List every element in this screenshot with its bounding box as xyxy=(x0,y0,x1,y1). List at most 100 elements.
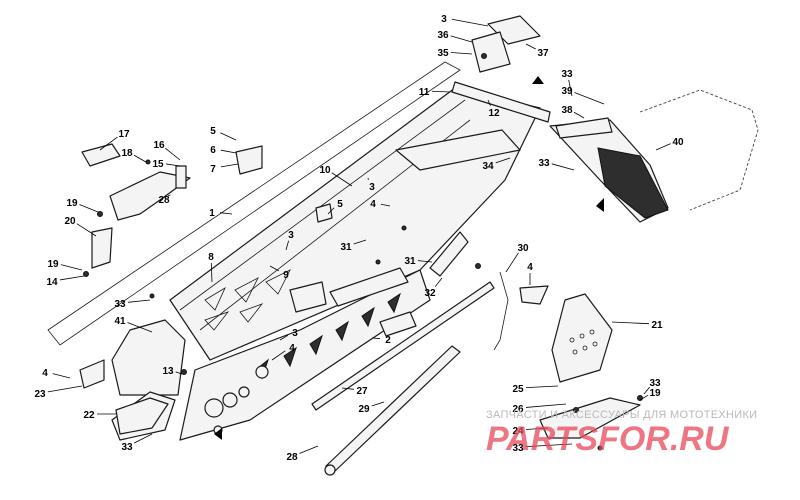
leader-line-31 xyxy=(417,260,433,263)
leader-line-28 xyxy=(167,194,171,197)
callout-8: 8 xyxy=(208,252,214,263)
leader-line-29 xyxy=(371,401,385,407)
running-board-holes xyxy=(569,329,598,355)
leader-line-31 xyxy=(353,239,367,245)
watermark-tagline: ЗАПЧАСТИ И АКСЕССУАРЫ ДЛЯ МОТОТЕХНИКИ xyxy=(486,409,757,421)
callout-17: 17 xyxy=(118,129,130,140)
leader-line-39 xyxy=(574,92,605,105)
callout-11: 11 xyxy=(419,87,430,98)
callout-36: 36 xyxy=(437,30,449,41)
leader-line-33 xyxy=(127,299,151,303)
callout-19: 19 xyxy=(47,259,59,270)
callout-18: 18 xyxy=(121,148,133,159)
leader-line-21 xyxy=(611,321,650,325)
leader-lines xyxy=(47,18,671,454)
leader-line-5 xyxy=(220,132,237,141)
callout-3: 3 xyxy=(288,230,294,241)
callout-29: 29 xyxy=(358,404,370,415)
leader-line-36 xyxy=(450,35,473,43)
side-panel-32 xyxy=(429,231,469,277)
heat-shield-20 xyxy=(91,227,113,269)
callout-10: 10 xyxy=(319,165,331,176)
rear-flap-plate xyxy=(395,129,521,171)
leader-line-18 xyxy=(133,154,147,163)
rear-flap-dark xyxy=(597,147,669,219)
leader-line-26 xyxy=(525,403,567,408)
fasteners xyxy=(83,53,643,451)
callout-23: 23 xyxy=(34,389,46,400)
callout-19: 19 xyxy=(66,198,78,209)
callout-3: 3 xyxy=(441,14,447,25)
callout-25: 25 xyxy=(512,384,524,395)
callout-33: 33 xyxy=(561,69,573,80)
round-cap-30 xyxy=(519,285,549,305)
callout-33: 33 xyxy=(649,378,661,389)
callout-5: 5 xyxy=(210,126,216,137)
leader-line-3 xyxy=(451,18,489,27)
leader-line-15 xyxy=(165,163,181,167)
leader-line-25 xyxy=(525,385,559,389)
leader-line-16 xyxy=(165,147,181,161)
leader-line-41 xyxy=(127,322,153,333)
callout-5: 5 xyxy=(337,199,343,210)
leader-line-3 xyxy=(279,334,289,341)
callout-4: 4 xyxy=(289,343,295,354)
bracket-28 xyxy=(109,171,191,221)
callout-28: 28 xyxy=(158,195,170,206)
leader-line-33 xyxy=(643,386,650,395)
callout-4: 4 xyxy=(370,199,376,210)
callout-33: 33 xyxy=(512,443,524,454)
callout-19: 19 xyxy=(649,388,661,399)
callout-28: 28 xyxy=(286,452,298,463)
deflector-38 xyxy=(555,117,613,139)
callout-33: 33 xyxy=(114,299,126,310)
callout-20: 20 xyxy=(64,216,76,227)
callout-33: 33 xyxy=(538,158,550,169)
leader-line-37 xyxy=(525,43,536,50)
callout-4: 4 xyxy=(42,368,48,379)
leader-line-19 xyxy=(79,204,99,213)
lower-panel-24 xyxy=(539,397,641,439)
cover-17 xyxy=(81,143,121,167)
leader-line-10 xyxy=(331,172,353,187)
callout-30: 30 xyxy=(517,243,529,254)
callout-31: 31 xyxy=(340,242,352,253)
disc-5 xyxy=(315,203,333,223)
deck-triangles xyxy=(204,269,291,331)
callout-34: 34 xyxy=(482,161,494,172)
inner-bracket-2 xyxy=(379,311,417,337)
leader-line-1 xyxy=(219,212,233,215)
callout-16: 16 xyxy=(153,140,165,151)
leader-line-20 xyxy=(76,223,97,237)
callout-32: 32 xyxy=(424,288,436,299)
center-support-plate xyxy=(289,281,327,313)
callout-31: 31 xyxy=(404,256,416,267)
rail-holes xyxy=(204,365,269,435)
chain-bracket-30 xyxy=(493,271,509,351)
callout-24: 24 xyxy=(512,426,524,437)
leader-line-35 xyxy=(450,52,473,55)
leader-line-19 xyxy=(60,264,83,271)
leader-line-7 xyxy=(220,163,239,168)
leader-line-14 xyxy=(59,275,85,281)
callout-14: 14 xyxy=(46,277,58,288)
callout-3: 3 xyxy=(369,182,375,193)
callout-39: 39 xyxy=(561,86,573,97)
leader-line-38 xyxy=(573,111,585,119)
callout-2: 2 xyxy=(385,335,391,346)
watermark: ЗАПЧАСТИ И АКСЕССУАРЫ ДЛЯ МОТОТЕХНИКИ PA… xyxy=(486,409,757,458)
callout-22: 22 xyxy=(83,410,95,421)
leader-line-27 xyxy=(341,387,355,390)
callout-12: 12 xyxy=(488,108,500,119)
leader-line-33 xyxy=(134,433,153,444)
leader-line-2 xyxy=(371,337,381,339)
leader-line-33 xyxy=(525,443,573,448)
leader-line-32 xyxy=(434,277,443,287)
callout-27: 27 xyxy=(356,386,368,397)
leader-line-33 xyxy=(551,163,575,171)
direction-arrows xyxy=(214,76,604,440)
leader-line-30 xyxy=(505,252,519,273)
leader-line-3 xyxy=(285,240,289,251)
